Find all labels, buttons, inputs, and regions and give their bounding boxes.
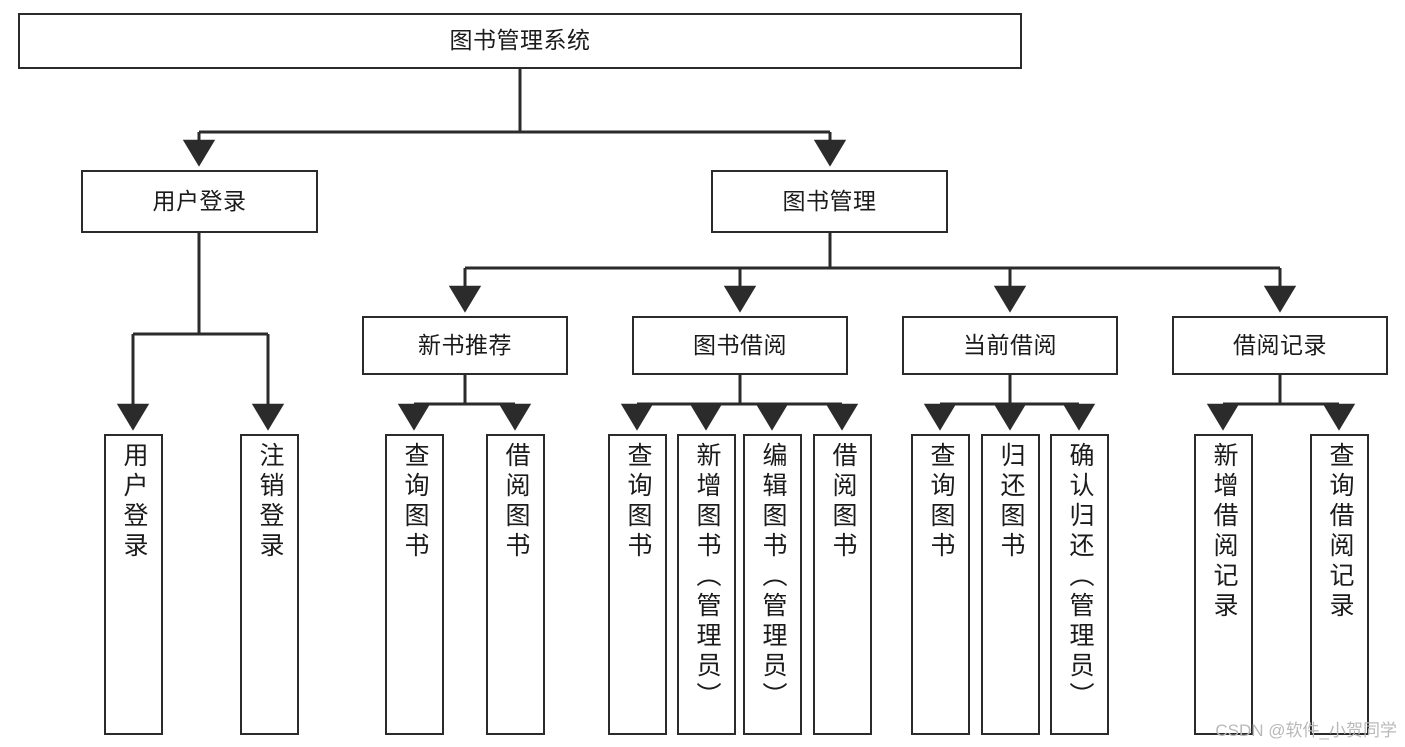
leaf-borrow-book-3[interactable]: 编辑图书（管理员） — [743, 434, 802, 735]
leaf-user-login-1[interactable]: 用户登录 — [104, 434, 163, 735]
leaf-borrow-record-1-label: 新增借阅记录 — [1210, 442, 1238, 622]
leaf-borrow-book-2-label: 新增图书（管理员） — [693, 442, 721, 712]
node-root[interactable]: 图书管理系统 — [18, 13, 1022, 69]
node-book-borrow-label: 图书借阅 — [693, 331, 787, 358]
leaf-borrow-book-4-label: 借阅图书 — [829, 442, 857, 562]
leaf-current-borrow-3-label: 确认归还（管理员） — [1066, 442, 1094, 712]
node-user-login-label: 用户登录 — [152, 187, 247, 214]
leaf-new-book-2-label: 借阅图书 — [502, 442, 530, 562]
leaf-user-login-1-label: 用户登录 — [120, 442, 148, 562]
node-book-management-label: 图书管理 — [782, 187, 877, 214]
node-new-book-recommend-label: 新书推荐 — [418, 331, 512, 358]
leaf-new-book-1-label: 查询图书 — [401, 442, 429, 562]
node-current-borrow-label: 当前借阅 — [963, 331, 1057, 358]
leaf-current-borrow-2-label: 归还图书 — [997, 442, 1025, 562]
leaf-user-login-2-label: 注销登录 — [256, 442, 284, 562]
leaf-borrow-record-1[interactable]: 新增借阅记录 — [1194, 434, 1253, 735]
leaf-borrow-book-4[interactable]: 借阅图书 — [813, 434, 872, 735]
leaf-new-book-1[interactable]: 查询图书 — [385, 434, 444, 735]
leaf-borrow-book-3-label: 编辑图书（管理员） — [759, 442, 787, 712]
leaf-borrow-book-1-label: 查询图书 — [624, 442, 652, 562]
node-borrow-record-label: 借阅记录 — [1233, 331, 1327, 358]
leaf-current-borrow-1[interactable]: 查询图书 — [911, 434, 970, 735]
leaf-borrow-book-1[interactable]: 查询图书 — [608, 434, 667, 735]
leaf-borrow-record-2[interactable]: 查询借阅记录 — [1310, 434, 1369, 735]
leaf-current-borrow-3[interactable]: 确认归还（管理员） — [1050, 434, 1109, 735]
leaf-new-book-2[interactable]: 借阅图书 — [486, 434, 545, 735]
leaf-borrow-record-2-label: 查询借阅记录 — [1326, 442, 1354, 622]
node-borrow-record[interactable]: 借阅记录 — [1172, 316, 1388, 375]
node-user-login[interactable]: 用户登录 — [81, 170, 318, 233]
leaf-user-login-2[interactable]: 注销登录 — [240, 434, 299, 735]
node-book-borrow[interactable]: 图书借阅 — [632, 316, 848, 375]
node-new-book-recommend[interactable]: 新书推荐 — [362, 316, 568, 375]
node-root-label: 图书管理系统 — [449, 27, 591, 54]
node-book-management[interactable]: 图书管理 — [711, 170, 948, 233]
leaf-borrow-book-2[interactable]: 新增图书（管理员） — [677, 434, 736, 735]
leaf-current-borrow-2[interactable]: 归还图书 — [981, 434, 1040, 735]
node-current-borrow[interactable]: 当前借阅 — [902, 316, 1118, 375]
csdn-watermark: CSDN @软件_小贺同学 — [1215, 721, 1397, 740]
leaf-current-borrow-1-label: 查询图书 — [927, 442, 955, 562]
